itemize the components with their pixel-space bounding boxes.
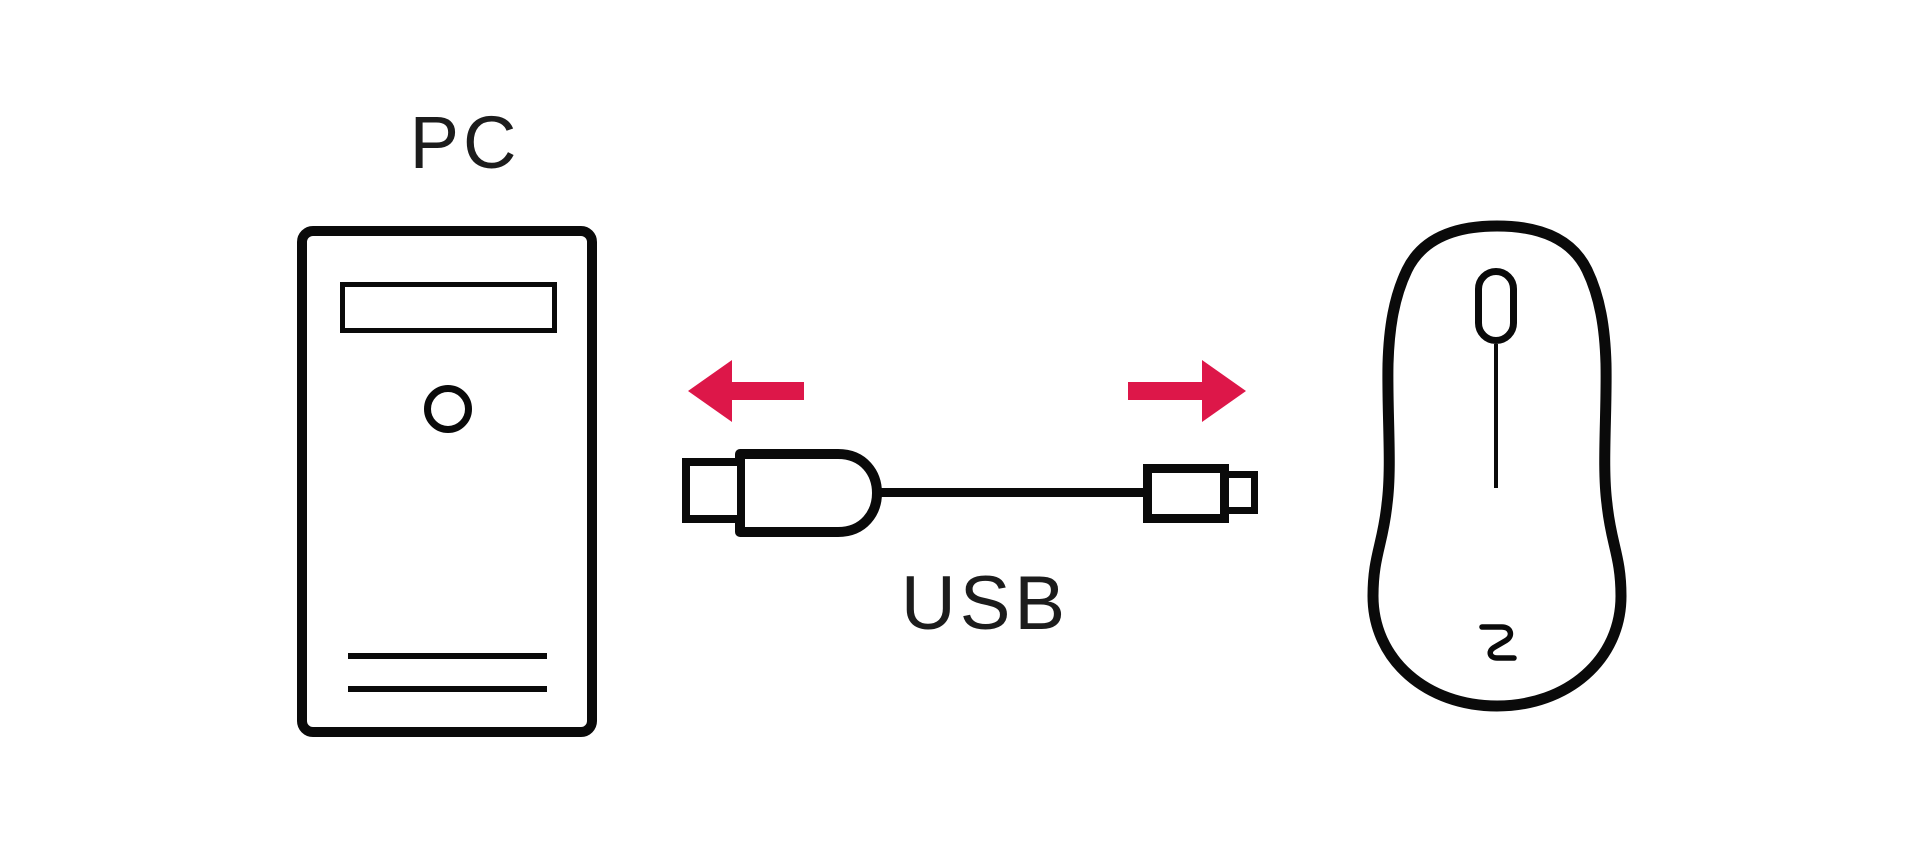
cable-line [880,488,1148,497]
vent-line [348,653,547,659]
pc-label: PC [409,101,521,184]
usb-label: USB [900,561,1070,646]
drive-bay-slot [340,282,557,333]
left-arrow-shape [688,360,804,422]
usb-a-plug [682,458,745,523]
micro-usb-plug [1143,464,1229,523]
mouse-illustration [1367,220,1627,712]
zowie-logo-icon [1479,624,1517,661]
right-arrow-icon [1128,360,1246,422]
vent-line [348,686,547,692]
usb-plug-body [735,449,882,537]
scroll-wheel [1475,268,1517,344]
zowie-logo-path [1479,624,1517,661]
power-button [424,385,472,433]
left-arrow-icon [688,360,804,422]
right-arrow-shape [1128,360,1246,422]
usb-plug-body-outline [735,449,882,537]
